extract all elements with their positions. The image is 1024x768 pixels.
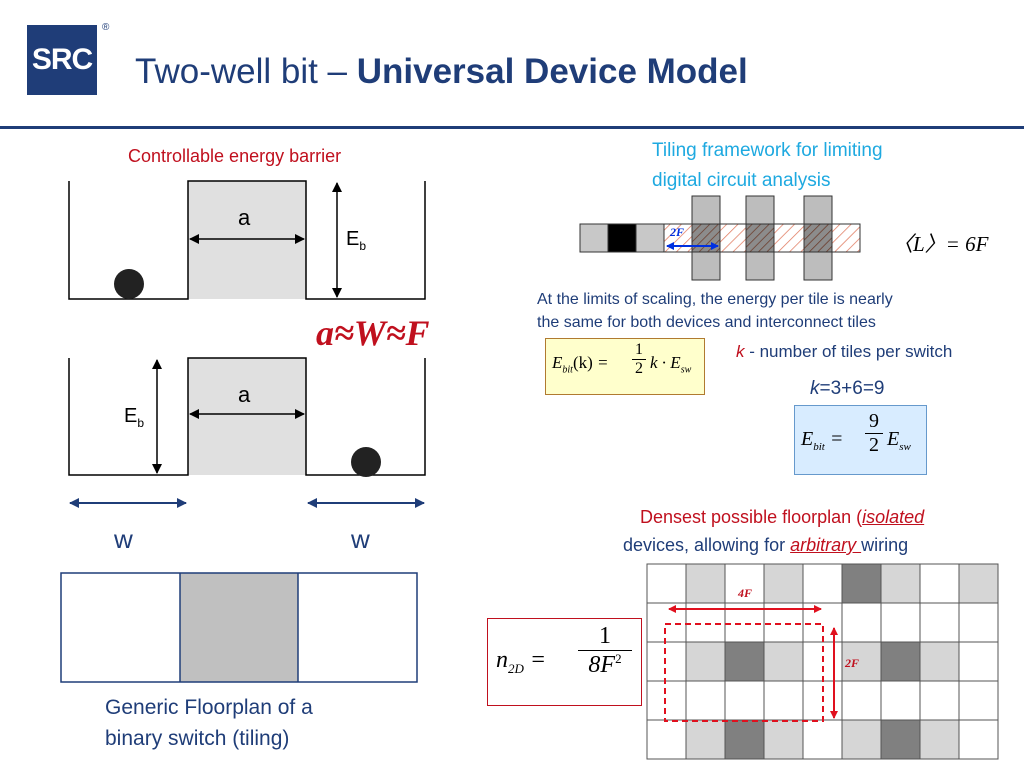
floorplan-caption-line2: binary switch (tiling) (105, 727, 290, 750)
tiling-heading-line1: Tiling framework for limiting (652, 140, 883, 161)
grid-tile (724, 641, 765, 682)
lower-barrier (188, 358, 306, 475)
grid-tile (685, 680, 726, 721)
grid-tile (763, 680, 804, 721)
grid-tile (919, 602, 960, 643)
generic-floorplan (60, 572, 418, 683)
ebit-lhs: Ebit = (801, 428, 844, 453)
n2d-lhs: n2D = (496, 647, 547, 676)
lower-eb-label: Eb (124, 405, 145, 430)
limits-text: At the limits of scaling, the energy per… (537, 288, 893, 334)
w-label-left: w (114, 524, 133, 554)
limits-line2: the same for both devices and interconne… (537, 314, 876, 331)
grid-tile (958, 563, 999, 604)
n2d-formula-box: n2D = 1 8F2 (487, 618, 642, 706)
upper-well-outline (68, 180, 426, 300)
page-title: Two-well bit – Universal Device Model (135, 52, 748, 92)
floorplan-center-tile (180, 573, 298, 682)
device-boundary (664, 623, 824, 722)
floorplan-caption-line1: Generic Floorplan of a (105, 696, 313, 719)
grid-tile (958, 680, 999, 721)
grid-tile (802, 563, 843, 604)
ebit-k-lhs: Ebit(k) = (552, 353, 609, 376)
grid-tile (802, 719, 843, 760)
esw-rhs: Esw (887, 428, 911, 453)
grid-tile (841, 563, 882, 604)
grid-tile (724, 719, 765, 760)
grid-tile (958, 602, 999, 643)
two-f-vertical-label: 2F (845, 656, 860, 670)
grid-tile (763, 641, 804, 682)
grid-tile (919, 641, 960, 682)
grid-tile (646, 641, 687, 682)
ebit-k-formula-box: Ebit(k) = 1 2 k · Esw (545, 338, 705, 395)
k-value: k=3+6=9 (810, 378, 885, 399)
floorplan-outline (60, 572, 418, 683)
header-rule (0, 126, 1024, 129)
grid-tile (646, 719, 687, 760)
upper-a-label: a (238, 205, 251, 230)
tiling-heading: Tiling framework for limiting digital ci… (652, 136, 883, 196)
density-heading-line1: Densest possible floorplan (isolated (640, 507, 925, 527)
grid-tile (685, 563, 726, 604)
grid-tile (880, 641, 921, 682)
lower-well (68, 357, 426, 477)
n2d-denominator: 8F2 (578, 650, 632, 679)
energy-barrier-caption: Controllable energy barrier (128, 146, 342, 166)
tiling-heading-line2: digital circuit analysis (652, 170, 831, 191)
grid-tile (919, 719, 960, 760)
grid-tile (958, 719, 999, 760)
grid-tile (646, 680, 687, 721)
grid-tile (880, 719, 921, 760)
two-f-label: 2F (670, 225, 685, 239)
title-plain: Two-well bit – (135, 52, 357, 91)
ebit-k-rhs: k · Esw (650, 353, 692, 376)
src-logo: SRC (27, 25, 97, 95)
grid-tile (685, 719, 726, 760)
grid-tile (724, 563, 765, 604)
grid-tile (841, 602, 882, 643)
frac-nine-halves: 9 2 (865, 410, 883, 457)
grid-tile (646, 563, 687, 604)
grid-tile (880, 563, 921, 604)
grid-tile (841, 719, 882, 760)
grid-tile (724, 680, 765, 721)
title-bold: Universal Device Model (356, 52, 748, 91)
upper-eb-label: Eb (346, 228, 367, 253)
n2d-fraction: 1 8F2 (578, 623, 632, 679)
l-formula: 〈L〉= 6F (892, 232, 989, 256)
registered-mark: ® (102, 22, 110, 33)
lower-a-label: a (238, 382, 251, 407)
grid-tile (958, 641, 999, 682)
ebit-formula-box: Ebit = 9 2 Esw (794, 405, 927, 475)
lower-well-outline (68, 357, 426, 476)
floorplan-caption: Generic Floorplan of a binary switch (ti… (105, 692, 313, 754)
frac-half: 1 2 (632, 341, 646, 378)
n2d-numerator: 1 (599, 623, 611, 649)
grid-tile (685, 641, 726, 682)
grid-tile (763, 719, 804, 760)
density-heading-line2: devices, allowing for arbitrary wiring (623, 535, 909, 555)
relation-label: a≈W≈F (316, 313, 430, 353)
grid-tile (919, 563, 960, 604)
w-label-right: w (351, 524, 370, 554)
k-description: k - number of tiles per switch (736, 342, 953, 361)
tiling-strip (579, 195, 861, 281)
grid-tile (880, 680, 921, 721)
grid-tile (841, 680, 882, 721)
limits-line1: At the limits of scaling, the energy per… (537, 291, 893, 308)
upper-barrier (188, 181, 306, 299)
upper-ball (114, 269, 144, 299)
dense-floorplan-grid (646, 563, 999, 760)
grid-tile (880, 602, 921, 643)
four-f-label: 4F (738, 586, 753, 600)
grid-tile (763, 563, 804, 604)
grid-tile (919, 680, 960, 721)
upper-well (68, 180, 426, 300)
lower-ball (351, 447, 381, 477)
